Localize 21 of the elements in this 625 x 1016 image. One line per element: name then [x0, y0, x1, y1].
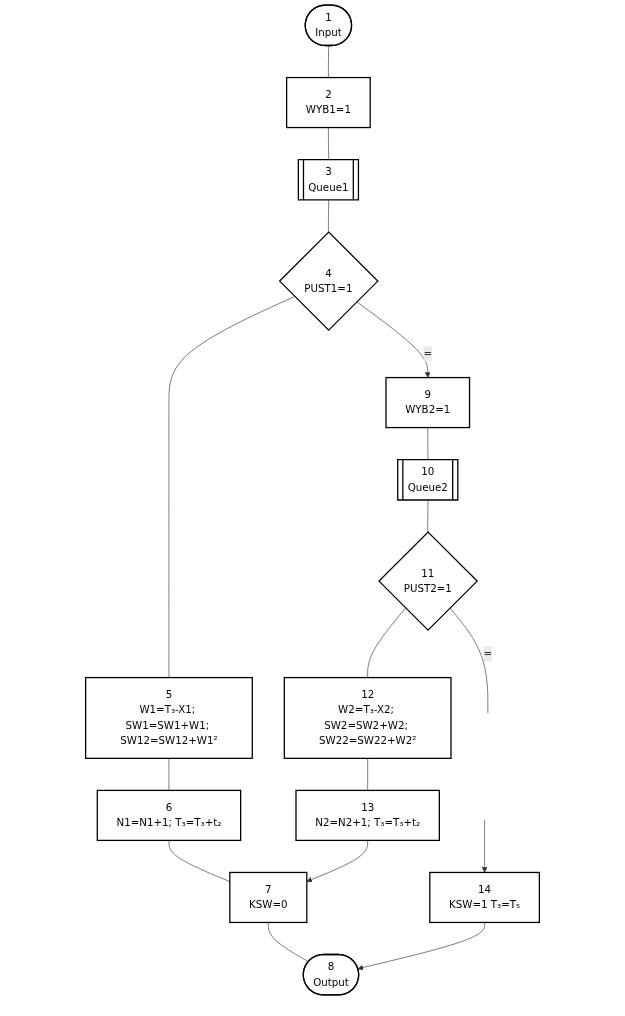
node-box: 2 WYB1=1 [286, 76, 371, 129]
connector [328, 200, 330, 233]
connector [168, 296, 296, 678]
edge-label: = [423, 347, 433, 360]
node-box: 13 N2=N2+1; T₃=T₃+t₂ [295, 789, 440, 842]
node-diamond: 4 PUST1=1 [278, 231, 379, 332]
edge-label: = [483, 647, 493, 660]
connector [367, 758, 368, 791]
node-diamond: 11 PUST2=1 [378, 531, 479, 632]
node-box: 12 W2=T₃-X2; SW2=SW2+W2; SW22=SW22+W2² [283, 676, 452, 759]
connector [449, 607, 489, 714]
node-box: 7 KSW=0 [229, 871, 308, 924]
node-box: 5 W1=T₃-X1; SW1=SW1+W1; SW12=SW12+W1² [85, 676, 253, 759]
node-box: 6 N1=N1+1; T₃=T₃+t₂ [96, 789, 242, 842]
node-box: 9 WYB2=1 [385, 376, 471, 429]
connector [328, 45, 330, 78]
connector [367, 607, 406, 678]
connector [427, 500, 429, 533]
node-box: 14 KSW=1 T₃=T₅ [429, 871, 540, 924]
connector [268, 922, 309, 963]
connector [168, 758, 170, 791]
